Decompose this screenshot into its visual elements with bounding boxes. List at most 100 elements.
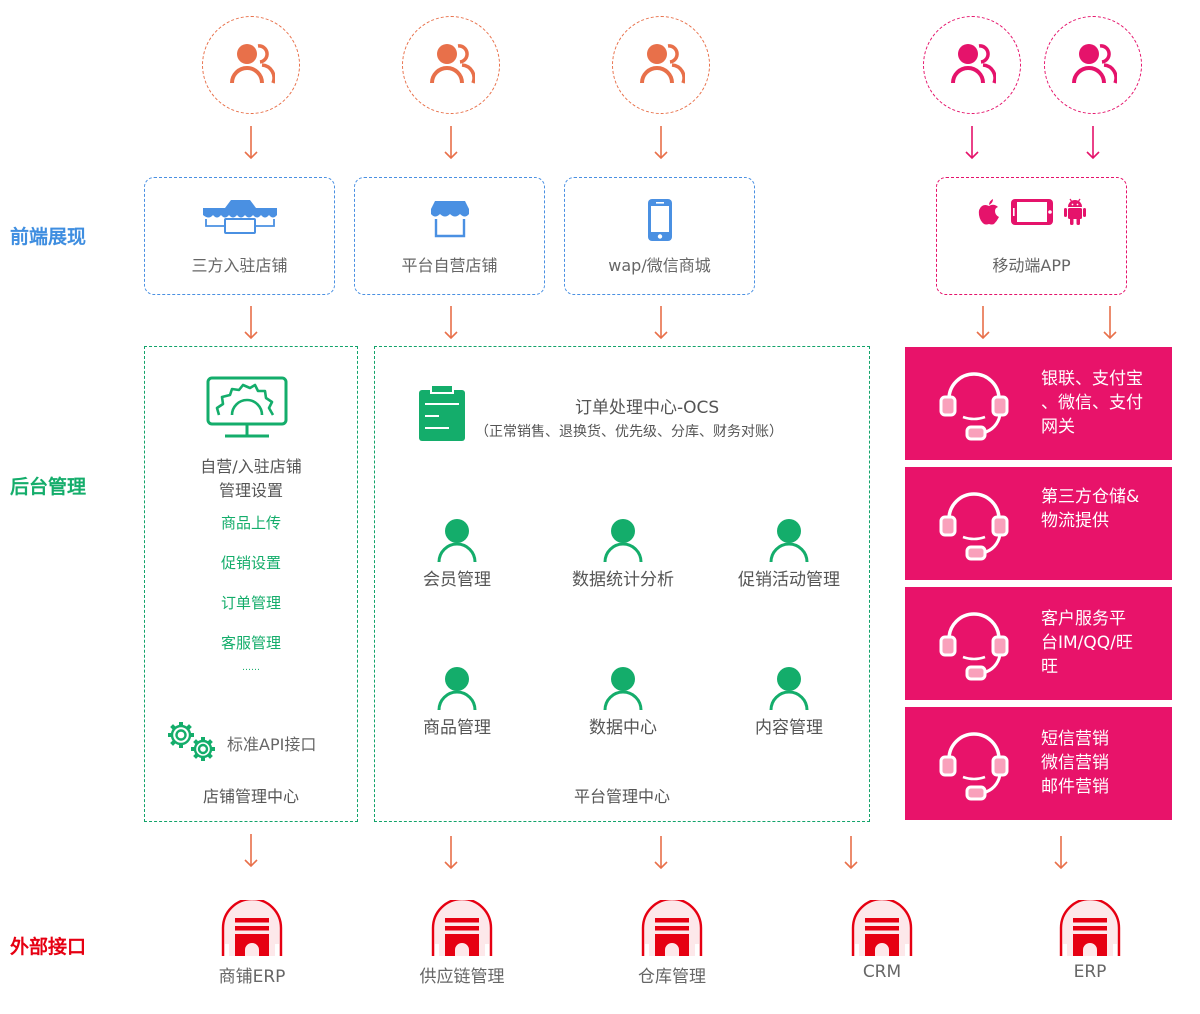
service-text-line: 网关: [1041, 417, 1075, 437]
arrow-down-icon: [1086, 126, 1100, 160]
user-group-1: [202, 16, 300, 114]
external-interface[interactable]: 供应链管理: [412, 900, 512, 987]
apple-icon: [978, 199, 999, 225]
platform-management-panel: 订单处理中心-OCS （正常销售、退换货、优先级、分库、财务对账） 会员管理数据…: [374, 346, 870, 822]
warehouse-gate-icon: [431, 900, 493, 956]
users-icon: [640, 44, 685, 84]
row-label-external: 外部接口: [10, 936, 87, 958]
user-group-5: [1044, 16, 1142, 114]
users-icon: [951, 44, 996, 84]
store-icon: [430, 201, 469, 238]
arrow-down-icon: [654, 836, 668, 870]
smartphone-icon: [647, 199, 672, 241]
link-promotion-settings[interactable]: 促销设置: [220, 554, 281, 572]
row-label-front: 前端展现: [10, 226, 87, 248]
users-icon: [430, 44, 475, 84]
multi-store-icon: [202, 200, 277, 234]
user-icon: [603, 667, 643, 711]
warehouse-gate-icon: [851, 900, 913, 956]
service-text-line: 客户服务平: [1041, 609, 1126, 629]
user-group-4: [923, 16, 1021, 114]
store-center-footer: 店铺管理中心: [202, 787, 299, 806]
platform-module[interactable]: 内容管理: [719, 667, 859, 738]
clipboard-icon: [419, 385, 465, 441]
warehouse-gate-icon: [641, 900, 703, 956]
external-label: 仓库管理: [638, 967, 706, 987]
ocs-title: 订单处理中心-OCS: [575, 398, 720, 418]
service-card[interactable]: 客户服务平台IM/QQ/旺旺: [905, 587, 1172, 700]
link-product-upload[interactable]: 商品上传: [220, 514, 281, 532]
arrow-down-icon: [1054, 836, 1068, 870]
external-interface[interactable]: 商铺ERP: [202, 900, 302, 987]
service-text-line: 微信营销: [1041, 753, 1109, 773]
external-interface[interactable]: ERP: [1040, 900, 1140, 982]
service-text-line: 旺: [1041, 657, 1058, 677]
platform-module[interactable]: 促销活动管理: [719, 519, 859, 590]
service-text-line: 物流提供: [1041, 511, 1109, 531]
module-label: 内容管理: [755, 718, 823, 738]
platform-module[interactable]: 商品管理: [387, 667, 527, 738]
headset-icon: [939, 492, 1009, 561]
module-label: 会员管理: [423, 570, 491, 590]
front-mobile-app[interactable]: 移动端APP: [936, 177, 1127, 295]
row-label-backend: 后台管理: [10, 476, 87, 498]
platform-module[interactable]: 数据统计分析: [553, 519, 693, 590]
front-label: 移动端APP: [992, 256, 1071, 275]
user-icon: [437, 519, 477, 563]
front-label: wap/微信商城: [608, 256, 711, 275]
front-wap-wechat-mall[interactable]: wap/微信商城: [564, 177, 755, 295]
tablet-icon: [1010, 199, 1053, 225]
link-customer-service[interactable]: 客服管理: [220, 634, 281, 652]
store-center-title-line2: 管理设置: [218, 481, 283, 500]
arrow-down-icon: [844, 836, 858, 870]
api-label: 标准API接口: [227, 735, 317, 754]
warehouse-gate-icon: [1059, 900, 1121, 956]
gears-icon: [168, 722, 215, 761]
external-label: ERP: [1073, 962, 1107, 982]
service-text-line: 邮件营销: [1041, 777, 1109, 797]
users-icon: [230, 44, 275, 84]
arrow-down-icon: [444, 836, 458, 870]
service-card[interactable]: 银联、支付宝、微信、支付网关: [905, 347, 1172, 460]
service-card[interactable]: 短信营销微信营销邮件营销: [905, 707, 1172, 820]
users-icon: [1072, 44, 1117, 84]
user-group-2: [402, 16, 500, 114]
arrow-down-icon: [654, 126, 668, 160]
module-label: 数据中心: [589, 718, 657, 738]
external-interface[interactable]: 仓库管理: [622, 900, 722, 987]
headset-icon: [939, 732, 1009, 801]
store-management-panel: 自营/入驻店铺 管理设置 商品上传 促销设置 订单管理 客服管理 …… 标准AP…: [144, 346, 358, 822]
service-text-line: 短信营销: [1041, 729, 1109, 749]
arrow-down-icon: [444, 126, 458, 160]
arrow-down-icon: [1103, 306, 1117, 340]
store-center-title-line1: 自营/入驻店铺: [200, 457, 302, 476]
external-label: 商铺ERP: [218, 967, 286, 987]
monitor-gear-icon: [206, 376, 288, 438]
front-label: 三方入驻店铺: [191, 256, 288, 275]
user-icon: [769, 519, 809, 563]
user-group-3: [612, 16, 710, 114]
user-icon: [437, 667, 477, 711]
platform-module[interactable]: 会员管理: [387, 519, 527, 590]
service-text-line: 银联、支付宝: [1041, 369, 1143, 389]
external-interface[interactable]: CRM: [832, 900, 932, 982]
link-order-management[interactable]: 订单管理: [220, 594, 281, 612]
ocs-subtitle: （正常销售、退换货、优先级、分库、财务对账）: [475, 424, 783, 440]
headset-icon: [939, 612, 1009, 681]
warehouse-gate-icon: [221, 900, 283, 956]
arrow-down-icon: [444, 306, 458, 340]
arrow-down-icon: [244, 126, 258, 160]
front-self-operated-store[interactable]: 平台自营店铺: [354, 177, 545, 295]
headset-icon: [939, 372, 1009, 441]
service-card[interactable]: 第三方仓储&物流提供: [905, 467, 1172, 580]
service-text-line: 、微信、支付: [1041, 393, 1143, 413]
front-third-party-store[interactable]: 三方入驻店铺: [144, 177, 335, 295]
service-text-line: 台IM/QQ/旺: [1041, 633, 1133, 653]
external-label: CRM: [862, 962, 902, 982]
platform-center-footer: 平台管理中心: [573, 787, 670, 806]
arrow-down-icon: [654, 306, 668, 340]
platform-module[interactable]: 数据中心: [553, 667, 693, 738]
service-text-line: 第三方仓储&: [1041, 487, 1140, 507]
ellipsis: ……: [242, 663, 260, 673]
module-label: 促销活动管理: [738, 570, 840, 590]
